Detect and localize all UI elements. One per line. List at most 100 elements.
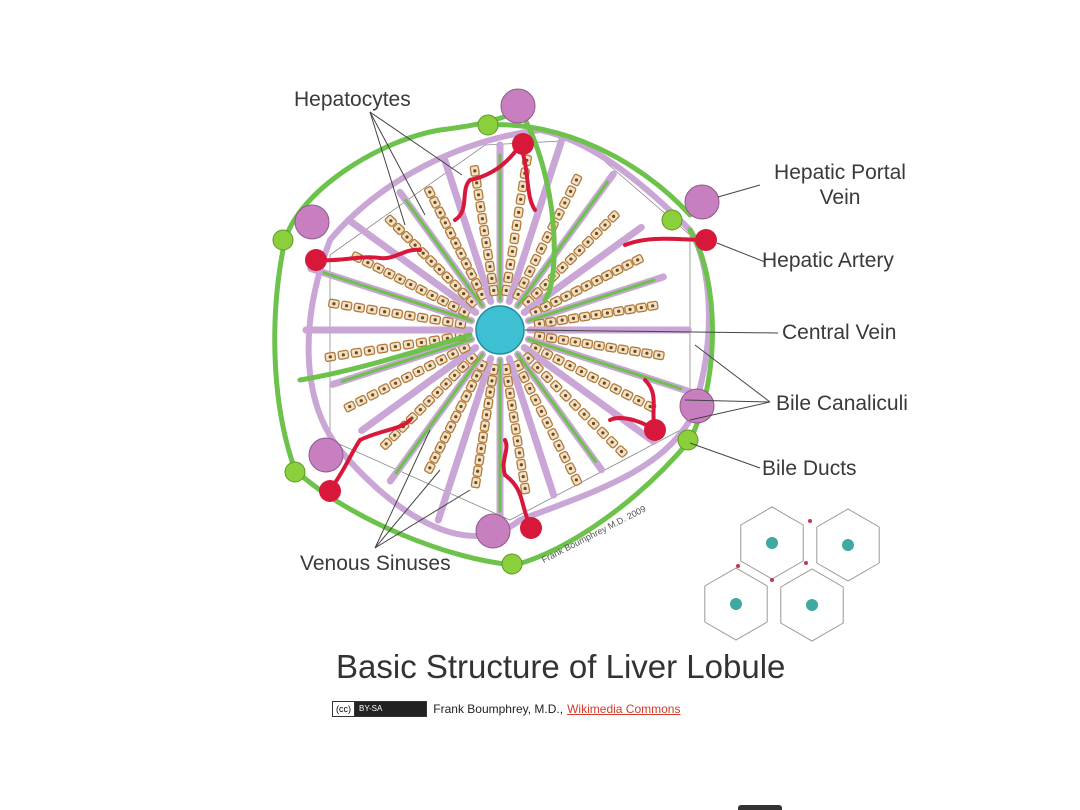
- hepatocyte-nucleus: [418, 408, 422, 412]
- hepatocyte-nucleus: [486, 401, 490, 406]
- hepatocyte-nucleus: [574, 289, 579, 293]
- hepatocyte-nucleus: [645, 351, 649, 355]
- inset-central-vein: [842, 539, 854, 551]
- hepatocyte-nucleus: [560, 265, 565, 270]
- bile-duct-node: [501, 553, 523, 575]
- portal-vein-node: [308, 437, 344, 473]
- bottom-edge-tab: [738, 805, 782, 810]
- hepatocyte-nucleus: [568, 364, 572, 368]
- hepatocyte-nucleus: [591, 421, 596, 426]
- leader-line: [369, 111, 463, 176]
- hepatocyte-nucleus: [464, 262, 468, 266]
- sinus-band: [520, 344, 658, 446]
- portal-vein-node: [684, 184, 720, 220]
- hepatic-artery-branch: [501, 438, 532, 527]
- hepatocyte-nucleus: [413, 243, 417, 247]
- bile-canaliculus: [318, 270, 473, 323]
- hepatocyte-nucleus: [554, 299, 558, 304]
- hepatocyte-nucleus: [395, 312, 399, 316]
- credit-author: Frank Boumphrey, M.D.,: [433, 702, 564, 716]
- hepatocyte-nucleus: [370, 308, 374, 312]
- hepatocyte-nucleus: [528, 386, 532, 391]
- hepatocyte-nucleus: [601, 431, 605, 435]
- hepatocyte-nucleus: [394, 381, 398, 385]
- hepatocyte-nucleus: [615, 268, 619, 272]
- hepatocyte-nucleus: [439, 358, 444, 362]
- bile-canaliculus: [404, 198, 484, 308]
- hepatocyte-nucleus: [482, 229, 486, 233]
- hepatic-artery-node: [520, 517, 542, 539]
- inset-portal-triad: [804, 561, 808, 565]
- hepatocyte-nucleus: [419, 288, 424, 292]
- inset-central-vein: [730, 598, 742, 610]
- hepatocyte-nucleus: [633, 349, 637, 353]
- label-hepatic-artery: Hepatic Artery: [762, 249, 894, 272]
- hepatocyte-nucleus: [459, 404, 463, 409]
- hepatocyte-nucleus: [651, 304, 655, 308]
- hepatocyte-nucleus: [508, 391, 512, 395]
- hepatocyte-nucleus: [486, 253, 490, 257]
- hepatocyte-nucleus: [459, 251, 463, 256]
- hepatocyte-nucleus: [464, 394, 468, 398]
- bile-duct-path: [512, 437, 693, 568]
- hepatocyte-nucleus: [443, 435, 448, 439]
- hepatocyte-nucleus: [534, 398, 538, 402]
- hepatocyte-nucleus: [348, 404, 352, 409]
- hepatocyte-nucleus: [416, 369, 421, 374]
- hepatocyte-nucleus: [428, 466, 432, 470]
- hepatocyte-nucleus: [445, 275, 450, 280]
- hepatocyte-nucleus: [564, 294, 568, 298]
- hepatocyte-nucleus: [648, 404, 652, 409]
- hepatocyte-nucleus: [519, 197, 523, 201]
- hepatocyte-nucleus: [545, 421, 549, 425]
- hepatocyte-nucleus: [490, 276, 494, 281]
- license-text: BY-SA: [359, 704, 383, 713]
- hepatocyte-nucleus: [384, 442, 388, 446]
- hepatocyte-nucleus: [628, 307, 632, 312]
- hepatocyte-nucleus: [433, 455, 437, 460]
- hepatocyte-nucleus: [405, 375, 409, 379]
- hepatocyte-nucleus: [476, 469, 480, 473]
- hepatocyte-nucleus: [591, 375, 595, 379]
- hepatocyte-nucleus: [619, 449, 624, 454]
- hepatocyte-nucleus: [583, 314, 587, 319]
- hepatocyte-nucleus: [419, 340, 424, 345]
- bile-canaliculus: [527, 278, 656, 323]
- hepatocyte-nucleus: [617, 309, 621, 313]
- hepatocyte-nucleus: [430, 293, 434, 298]
- hepatocyte-nucleus: [462, 346, 466, 350]
- hepatocyte-nucleus: [433, 318, 437, 322]
- hepatocyte-nucleus: [366, 261, 370, 265]
- bile-canaliculus: [516, 180, 609, 308]
- hepatocyte-nucleus: [539, 409, 544, 413]
- label-hepatic-portal-vein-line1: Hepatic Portal: [774, 161, 906, 184]
- inset-portal-triad: [770, 578, 774, 582]
- hepatic-artery-node: [512, 133, 534, 155]
- hepatocyte-nucleus: [462, 310, 466, 314]
- hepatocyte-nucleus: [543, 283, 547, 287]
- hepatocyte-nucleus: [522, 281, 526, 285]
- hepatocyte-nucleus: [480, 292, 484, 296]
- cc-by-sa-badge: (cc) BY-SA: [332, 701, 428, 717]
- portal-vein-node: [475, 513, 511, 549]
- bile-duct-node: [661, 209, 683, 231]
- wikimedia-commons-link[interactable]: Wikimedia Commons: [567, 702, 681, 716]
- hepatocyte-nucleus: [481, 435, 485, 439]
- hepatocyte-nucleus: [605, 273, 609, 278]
- hepatocyte-nucleus: [522, 375, 526, 379]
- hepatic-artery-branch: [453, 143, 522, 222]
- sinus-band: [358, 344, 480, 435]
- hepatocyte-nucleus: [421, 251, 425, 255]
- hepatocyte-nucleus: [406, 342, 411, 347]
- bile-duct-path: [272, 237, 298, 473]
- hepatocyte-nucleus: [549, 320, 553, 324]
- hepatocyte-nucleus: [473, 169, 477, 173]
- sinus-band: [441, 156, 495, 305]
- label-venous-sinuses: Venous Sinuses: [300, 552, 451, 575]
- label-hepatocytes: Hepatocytes: [294, 88, 411, 111]
- inset-hexagon: [780, 568, 844, 642]
- bile-duct-path: [292, 467, 518, 568]
- hepatocyte-nucleus: [526, 300, 530, 304]
- credit-line: (cc) BY-SA Frank Boumphrey, M.D., Wikime…: [332, 700, 680, 718]
- leader-line: [694, 344, 771, 403]
